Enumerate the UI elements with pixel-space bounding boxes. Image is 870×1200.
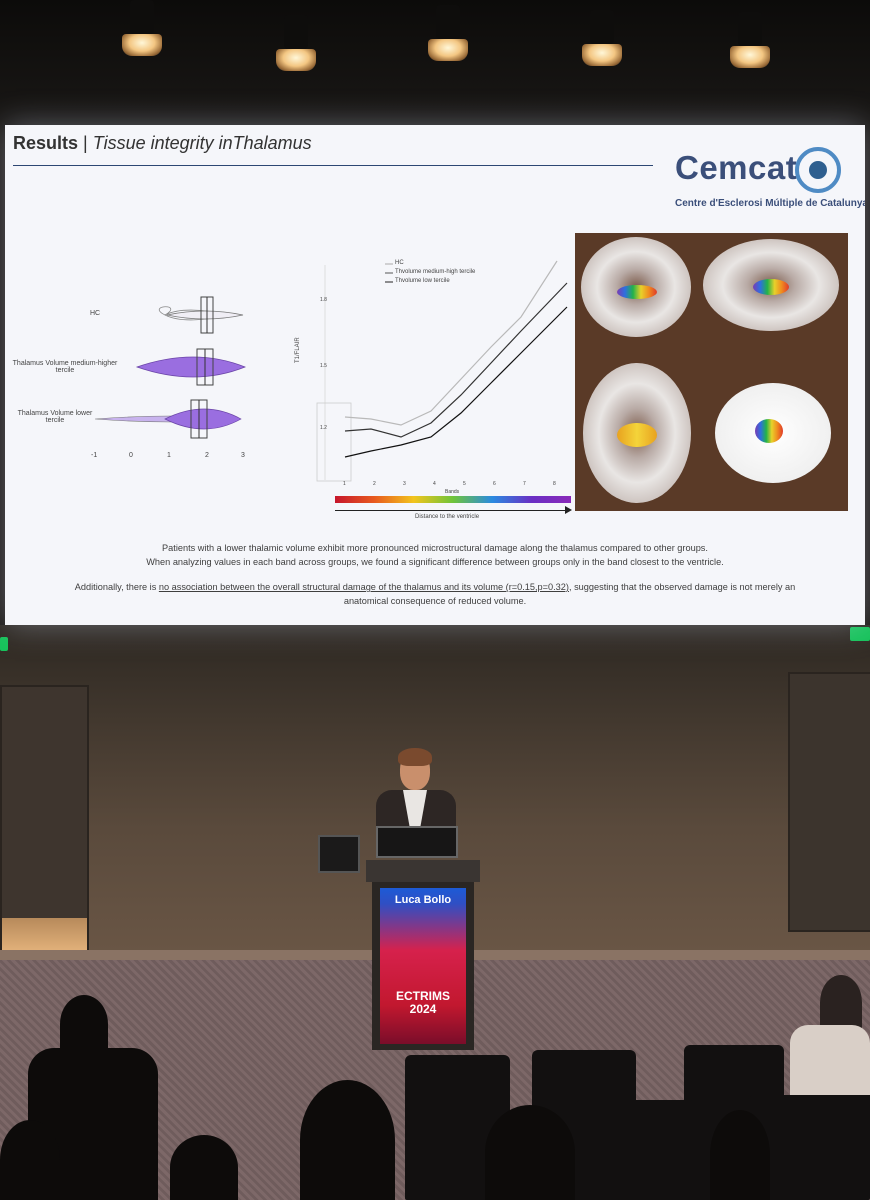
auditorium-seat xyxy=(575,1100,695,1200)
line-plot-ylabel: T1/FLAIR xyxy=(295,337,301,363)
distance-caption: Distance to the ventricle xyxy=(415,514,480,520)
speaker-name: Luca Bollo xyxy=(394,894,452,906)
eye-logo-icon xyxy=(795,147,841,193)
line-plot-x-tick: 1 xyxy=(343,481,346,487)
slide-title: Results | Tissue integrity inThalamus xyxy=(13,133,312,154)
audience-member xyxy=(790,1025,870,1095)
line-plot-x-tick: 4 xyxy=(433,481,436,487)
brain-mri-panel xyxy=(575,233,848,511)
line-plot-x-tick: 5 xyxy=(463,481,466,487)
distance-color-bar xyxy=(335,496,571,503)
violin-group-label: Thalamus Volume medium-higher tercile xyxy=(12,360,118,374)
line-plot-xlabel: Bands xyxy=(445,489,460,495)
brain-3d-render xyxy=(715,383,831,483)
violin-group-label: HC xyxy=(89,310,101,317)
brain-axial-view xyxy=(583,363,691,503)
line-plot-x-tick: 2 xyxy=(373,481,376,487)
series-medium-line xyxy=(344,282,568,438)
logo-subtitle: Centre d'Esclerosi Múltiple de Catalunya xyxy=(675,198,865,209)
results-line-1: Patients with a lower thalamic volume ex… xyxy=(162,543,708,553)
right-door xyxy=(788,672,870,932)
exit-sign-icon xyxy=(850,627,870,641)
violin-x-tick: 1 xyxy=(167,452,171,459)
line-plot-y-tick: 1.8 xyxy=(320,297,327,303)
spotlight xyxy=(428,5,468,65)
slide-title-separator: | xyxy=(83,133,88,153)
left-door xyxy=(0,685,89,954)
results-paragraph-2: Additionally, there is no association be… xyxy=(5,580,865,594)
violin-x-tick: 3 xyxy=(241,452,245,459)
series-low-line xyxy=(344,306,568,458)
violin-hc xyxy=(158,296,244,334)
violin-x-tick: 0 xyxy=(129,452,133,459)
violin-x-tick: 2 xyxy=(205,452,209,459)
spotlight xyxy=(582,10,622,70)
results-paragraph-2-line-2: anatomical consequence of reduced volume… xyxy=(343,596,527,606)
brain-sagittal-view xyxy=(703,239,839,331)
slide-title-bold: Results xyxy=(13,133,79,153)
series-hc-line xyxy=(344,260,558,426)
line-plot-y-tick: 1.2 xyxy=(320,425,327,431)
spotlight xyxy=(122,0,162,60)
line-plot-x-tick: 7 xyxy=(523,481,526,487)
exit-sign-icon xyxy=(0,637,8,651)
results-line-2: When analyzing values in each band acros… xyxy=(146,557,724,567)
podium-screen xyxy=(380,888,466,1044)
line-plot-x-tick: 8 xyxy=(553,481,556,487)
line-plot-x-tick: 6 xyxy=(493,481,496,487)
side-monitor xyxy=(318,835,360,873)
legend-entry-low: Thvolume low tercile xyxy=(395,278,450,284)
slide-title-italic: Tissue integrity inThalamus xyxy=(92,133,312,153)
cemcat-logo: Cemcat Centre d'Esclerosi Múltiple de Ca… xyxy=(675,143,865,213)
line-plot-y-tick: 1.5 xyxy=(320,363,327,369)
legend-entry-hc: HC xyxy=(395,260,404,266)
violin-medium-higher xyxy=(135,348,246,386)
violin-plot xyxy=(94,296,246,439)
projected-slide: Results | Tissue integrity inThalamus Ce… xyxy=(5,125,865,625)
line-plot xyxy=(316,260,568,482)
paragraph2-underlined: no association between the overall struc… xyxy=(158,582,569,592)
event-year: 2024 xyxy=(409,1002,437,1016)
audience-head xyxy=(60,995,108,1053)
spotlight xyxy=(730,12,770,72)
paragraph2-pre: Additionally, there is xyxy=(74,582,159,592)
event-logo: ECTRIMS 2024 xyxy=(380,990,466,1016)
event-name: ECTRIMS xyxy=(396,989,450,1003)
violin-x-tick: -1 xyxy=(91,452,98,459)
distance-arrow-line xyxy=(335,510,567,511)
logo-name: Cemcat xyxy=(675,149,798,186)
presenter-hair xyxy=(398,748,432,766)
audience-member xyxy=(170,1135,238,1200)
title-rule xyxy=(13,165,653,166)
audience-member xyxy=(485,1105,575,1200)
violin-group-label: Thalamus Volume lower tercile xyxy=(17,410,93,424)
legend-entry-medium: Thvolume medium-high tercile xyxy=(395,269,476,275)
audience-member xyxy=(300,1080,395,1200)
brain-coronal-view xyxy=(581,237,691,337)
audience-member xyxy=(710,1110,770,1200)
spotlight xyxy=(276,15,316,75)
arrow-right-icon xyxy=(565,506,572,514)
violin-lower xyxy=(94,399,242,439)
laptop xyxy=(376,826,458,858)
audience-member xyxy=(0,1120,60,1200)
paragraph2-post: , suggesting that the observed damage is… xyxy=(568,582,796,592)
audience-head xyxy=(820,975,862,1030)
podium: Luca Bollo ECTRIMS 2024 xyxy=(366,860,480,1050)
line-plot-x-tick: 3 xyxy=(403,481,406,487)
